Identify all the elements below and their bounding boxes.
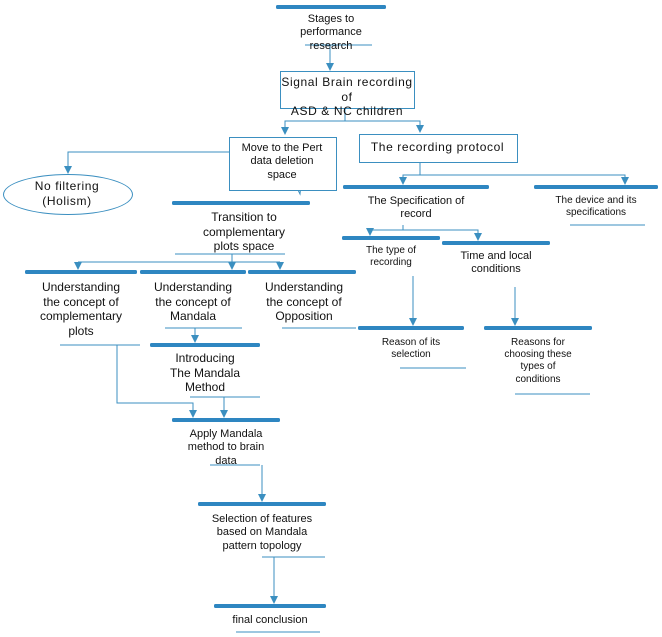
node-apply: Apply Mandala method to brain data bbox=[187, 428, 265, 467]
node-transition: Transition to complementary plots space bbox=[202, 210, 286, 254]
bar-introducing bbox=[150, 343, 260, 347]
node-u-mandala: Understanding the concept of Mandala bbox=[153, 280, 233, 324]
move-box bbox=[229, 137, 337, 191]
bar-selection bbox=[198, 502, 326, 506]
bar-stages bbox=[276, 5, 386, 9]
node-introducing: Introducing The Mandala Method bbox=[169, 351, 241, 395]
bar-spec-record bbox=[343, 185, 489, 189]
node-selection: Selection of features based on Mandala p… bbox=[211, 513, 313, 552]
header-bars bbox=[25, 5, 658, 608]
node-device: The device and its specifications bbox=[555, 195, 637, 219]
node-type-recording: The type of recording bbox=[365, 245, 417, 269]
bar-reasons-conditions bbox=[484, 326, 592, 330]
bar-time-local bbox=[442, 241, 550, 245]
bar-u-complementary bbox=[25, 270, 137, 274]
node-stages: Stages to performance research bbox=[300, 13, 362, 52]
node-time-local: Time and local conditions bbox=[460, 250, 532, 276]
node-reasons-conditions: Reasons for choosing these types of cond… bbox=[504, 337, 572, 385]
underlines bbox=[60, 44, 645, 633]
bar-transition bbox=[172, 201, 310, 205]
node-final: final conclusion bbox=[232, 614, 308, 626]
protocol-box bbox=[359, 134, 518, 163]
node-no-filtering: No filtering (Holism) bbox=[34, 179, 100, 208]
node-protocol: The recording protocol bbox=[370, 140, 505, 154]
node-move: Move to the Pert data deletion space bbox=[241, 142, 323, 181]
node-u-opposition: Understanding the concept of Opposition bbox=[264, 280, 344, 324]
node-u-complementary: Understanding the concept of complementa… bbox=[39, 280, 123, 338]
node-reason-selection: Reason of its selection bbox=[381, 337, 441, 361]
bar-reason-selection bbox=[358, 326, 464, 330]
signal-box bbox=[280, 71, 415, 109]
bar-apply bbox=[172, 418, 280, 422]
arrows bbox=[64, 45, 629, 604]
bar-device bbox=[534, 185, 658, 189]
bar-u-opposition bbox=[248, 270, 356, 274]
bar-u-mandala bbox=[140, 270, 246, 274]
node-spec-record: The Specification of record bbox=[367, 195, 465, 221]
bar-final bbox=[214, 604, 326, 608]
no-filtering-ellipse bbox=[3, 174, 133, 215]
bar-type-recording bbox=[342, 236, 440, 240]
node-signal: Signal Brain recording of ASD & NC child… bbox=[281, 75, 413, 119]
